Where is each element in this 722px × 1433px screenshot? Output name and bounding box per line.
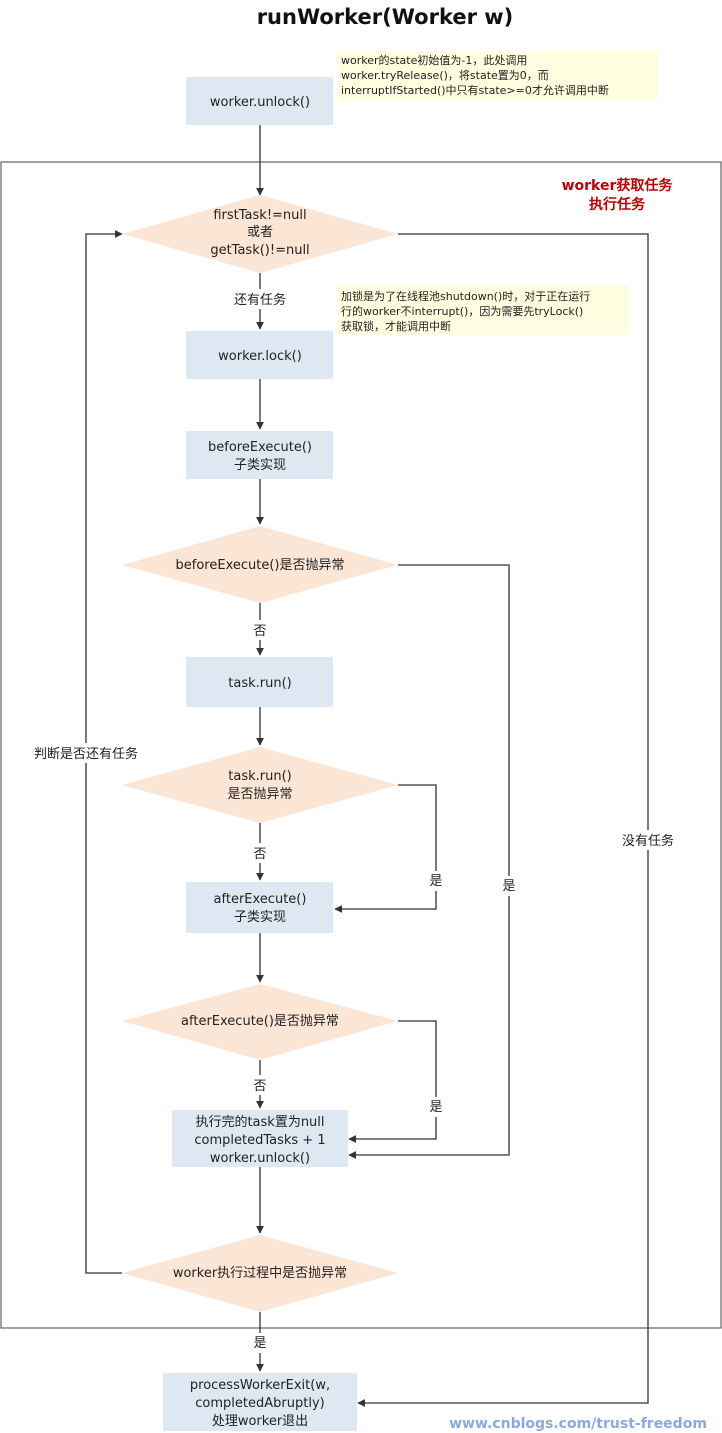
edge-before-yes [348, 564, 510, 1159]
label-loop-back: 判断是否还有任务 [34, 746, 138, 762]
diamond-before-exception-text: beforeExecute()是否抛异常 [176, 558, 345, 573]
label-yes-run: 是 [429, 874, 442, 889]
note-lock-line3: 获取锁，才能调用中断 [341, 319, 451, 333]
diamond-worker-exception: worker执行过程中是否抛异常 [122, 1235, 398, 1312]
diamond-run-exception-line2: 是否抛异常 [227, 787, 292, 802]
label-no-after: 否 [253, 1079, 266, 1094]
label-no-task: 没有任务 [622, 833, 674, 849]
edge-no-task [357, 233, 649, 1407]
diamond-run-exception-line1: task.run() [228, 769, 291, 784]
diamond-worker-exception-text: worker执行过程中是否抛异常 [173, 1266, 347, 1281]
node-after-execute-line2: 子类实现 [234, 910, 286, 925]
diamond-has-task-line2: 或者 [247, 225, 273, 240]
node-finish-line2: completedTasks + 1 [194, 1133, 325, 1148]
node-after-execute: afterExecute() 子类实现 [186, 882, 333, 933]
node-lock: worker.lock() [186, 331, 333, 379]
node-exit-line2: completedAbruptly) [195, 1396, 324, 1411]
node-lock-text: worker.lock() [218, 349, 302, 364]
diamond-has-task-line3: getTask()!=null [210, 243, 309, 258]
label-yes-before: 是 [502, 879, 515, 894]
node-unlock-start-text: worker.unlock() [210, 95, 310, 110]
diamond-has-task-line1: firstTask!=null [213, 208, 306, 223]
node-exit-line3: 处理worker退出 [212, 1414, 308, 1429]
node-after-execute-line1: afterExecute() [214, 892, 307, 907]
note-lock-line2: 行的worker不interrupt()，因为需要先tryLock() [341, 304, 583, 318]
frame-label-line1: worker获取任务 [562, 177, 674, 194]
label-no-before: 否 [253, 624, 266, 639]
note-unlock: worker的state初始值为-1，此处调用 worker.tryReleas… [338, 51, 658, 101]
diamond-before-exception: beforeExecute()是否抛异常 [122, 526, 398, 603]
node-exit-line1: processWorkerExit(w, [190, 1378, 330, 1393]
node-before-execute: beforeExecute() 子类实现 [186, 431, 333, 479]
diamond-after-exception-text: afterExecute()是否抛异常 [181, 1014, 339, 1029]
note-lock-line1: 加锁是为了在线程池shutdown()时，对于正在运行 [341, 289, 590, 303]
diamond-has-task: firstTask!=null 或者 getTask()!=null [122, 195, 398, 273]
node-unlock-start: worker.unlock() [186, 77, 333, 125]
edge-run-yes [334, 784, 437, 913]
note-unlock-line3: interruptIfStarted()中只有state>=0才允许调用中断 [341, 83, 609, 97]
note-unlock-line2: worker.tryRelease()，将state置为0，而 [341, 69, 549, 82]
diagram-title: runWorker(Worker w) [257, 5, 514, 29]
node-finish-line3: worker.unlock() [210, 1151, 310, 1166]
diamond-run-exception: task.run() 是否抛异常 [122, 747, 398, 823]
node-task-run: task.run() [186, 657, 333, 707]
frame-label-line2: 执行任务 [589, 196, 646, 213]
node-before-execute-line2: 子类实现 [234, 458, 286, 473]
diamond-after-exception: afterExecute()是否抛异常 [122, 984, 398, 1060]
note-unlock-line1: worker的state初始值为-1，此处调用 [341, 53, 527, 67]
node-finish: 执行完的task置为null completedTasks + 1 worker… [172, 1110, 348, 1167]
node-before-execute-line1: beforeExecute() [208, 440, 312, 455]
label-yes-after: 是 [429, 1100, 442, 1115]
edge-after-yes [348, 1020, 437, 1143]
watermark: www.cnblogs.com/trust-freedom [449, 1416, 707, 1432]
label-has-task: 还有任务 [234, 292, 286, 308]
loop-frame [0, 161, 722, 1329]
note-lock: 加锁是为了在线程池shutdown()时，对于正在运行 行的worker不int… [338, 285, 630, 335]
node-exit: processWorkerExit(w, completedAbruptly) … [163, 1373, 357, 1431]
label-yes-worker: 是 [253, 1336, 266, 1351]
label-no-run: 否 [253, 847, 266, 862]
node-task-run-text: task.run() [228, 676, 291, 691]
node-finish-line1: 执行完的task置为null [195, 1114, 324, 1130]
